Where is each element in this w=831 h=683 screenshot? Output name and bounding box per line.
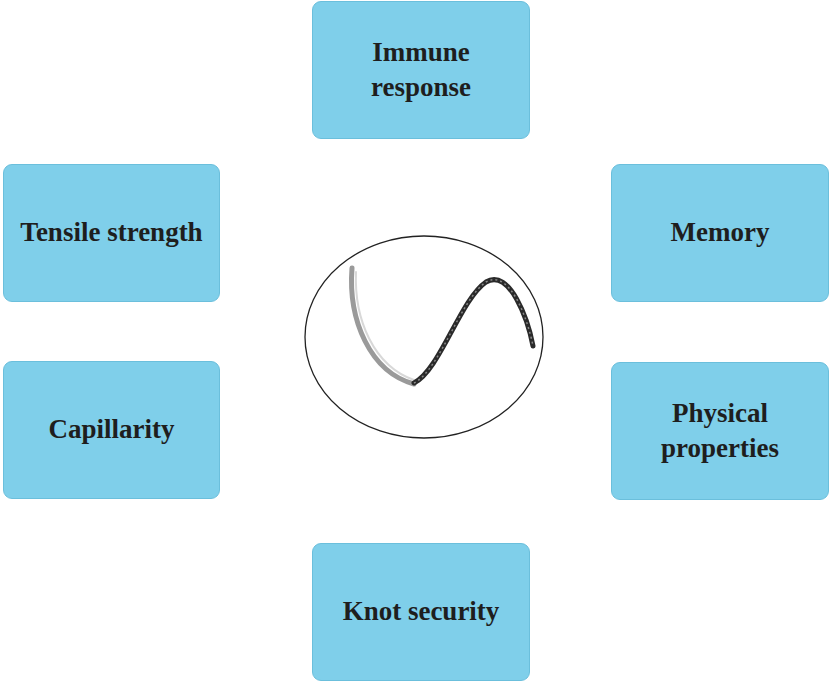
property-label: Capillarity	[49, 412, 175, 447]
property-label: Physical properties	[624, 396, 816, 466]
property-box: Memory	[611, 164, 829, 302]
property-label: Tensile strength	[20, 215, 202, 250]
property-label: Immune response	[325, 35, 517, 105]
property-box: Capillarity	[3, 361, 220, 499]
property-label: Knot security	[343, 594, 500, 629]
center-circle	[305, 236, 543, 438]
suture-needle	[352, 268, 414, 384]
thread-braid	[414, 280, 533, 383]
property-box: Tensile strength	[3, 164, 220, 302]
suture-thread	[414, 280, 533, 383]
property-box: Physical properties	[611, 362, 829, 500]
property-label: Memory	[671, 215, 770, 250]
property-box: Immune response	[312, 1, 530, 139]
needle-highlight	[356, 272, 414, 380]
property-box: Knot security	[312, 543, 530, 681]
